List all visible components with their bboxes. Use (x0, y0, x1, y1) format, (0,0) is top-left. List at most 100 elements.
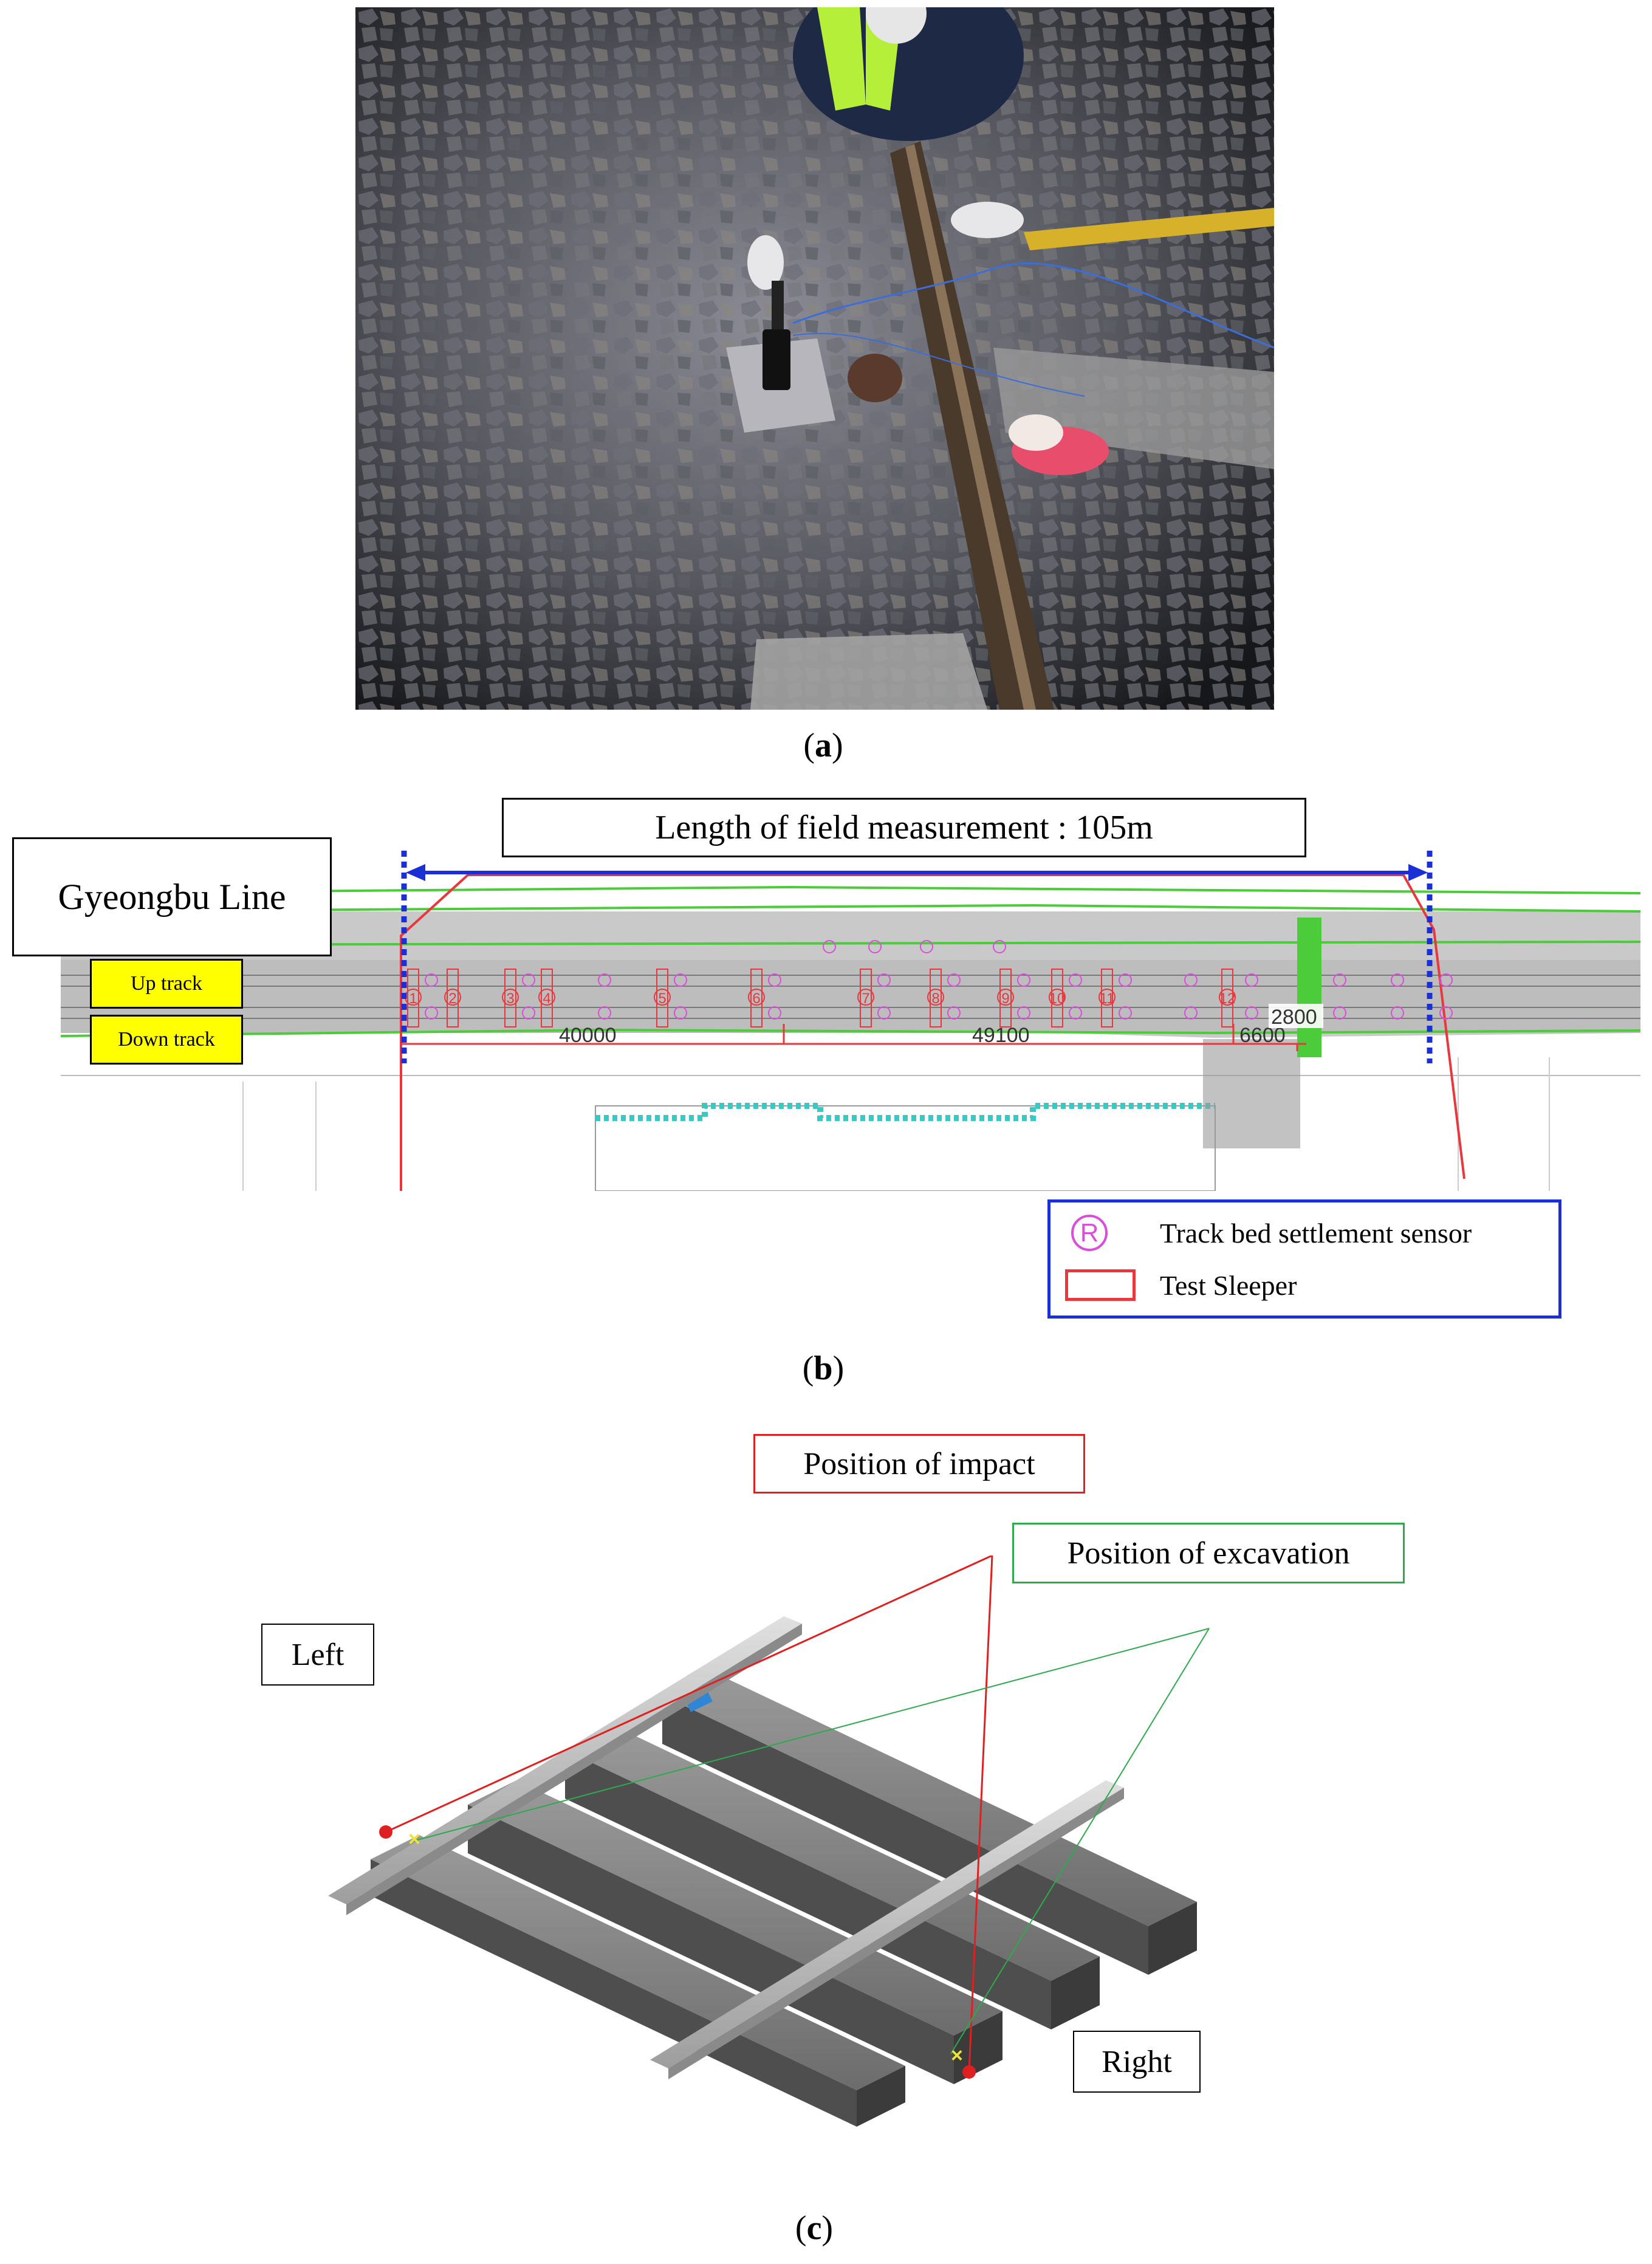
test-sleeper-6: 6 (748, 969, 765, 1027)
test-sleeper-9: 9 (997, 969, 1014, 1027)
settlement-sensor (1391, 973, 1404, 987)
settlement-sensor (868, 940, 882, 953)
settlement-sensor (522, 1006, 535, 1020)
measurement-length-label: Length of field measurement : 105m (502, 798, 1306, 857)
excavation-label: Position of excavation (1012, 1523, 1405, 1583)
down-track-label: Down track (90, 1015, 243, 1065)
caption-c: (c) (795, 2209, 834, 2247)
line-name-label: Gyeongbu Line (12, 837, 332, 956)
test-sleeper-8: 8 (927, 969, 944, 1027)
settlement-sensor (598, 973, 611, 987)
settlement-sensor (920, 940, 933, 953)
measurement-length-text: Length of field measurement : 105m (655, 809, 1153, 846)
legend: R Track bed settlement sensor Test Sleep… (1047, 1199, 1561, 1319)
legend-sleeper-symbol (1065, 1269, 1136, 1301)
settlement-sensor (1439, 973, 1453, 987)
sleeper-1 (565, 1726, 1100, 2029)
test-sleeper-number: 5 (658, 990, 666, 1007)
settlement-sensor (947, 973, 961, 987)
down-track-text: Down track (118, 1028, 215, 1051)
settlement-sensor (1333, 973, 1346, 987)
settlement-sensor (1245, 973, 1258, 987)
settlement-sensor (425, 1006, 438, 1020)
line-name-text: Gyeongbu Line (58, 876, 286, 917)
test-sleeper-12: 12 (1219, 969, 1236, 1027)
sleeper-3 (371, 1835, 905, 2127)
caption-b-letter: b (814, 1350, 833, 1387)
test-sleeper-10: 10 (1049, 969, 1066, 1027)
test-sleeper-5: 5 (654, 969, 671, 1027)
settlement-sensor (947, 1006, 961, 1020)
settlement-sensor (1184, 973, 1198, 987)
left-label-text: Left (291, 1637, 344, 1672)
settlement-sensor (522, 973, 535, 987)
settlement-sensor (1245, 1006, 1258, 1020)
right-label-text: Right (1102, 2044, 1172, 2079)
sleeper-schematic: × × (237, 1554, 1391, 2133)
settlement-sensor (877, 973, 891, 987)
test-sleeper-2: 2 (444, 969, 461, 1027)
test-sleeper-4: 4 (538, 969, 555, 1027)
impact-point-left (379, 1825, 392, 1839)
test-sleeper-7: 7 (857, 969, 874, 1027)
settlement-sensor (674, 1006, 687, 1020)
excavation-mark-left: × (408, 1828, 420, 1851)
test-sleeper-number: 3 (506, 990, 514, 1007)
right-label: Right (1073, 2031, 1201, 2093)
up-track-text: Up track (130, 972, 202, 995)
test-sleeper-number: 7 (862, 990, 869, 1007)
settlement-sensor (1069, 973, 1082, 987)
settlement-sensor (1391, 1006, 1404, 1020)
settlement-sensor (1017, 1006, 1030, 1020)
impact-label: Position of impact (753, 1434, 1085, 1494)
settlement-sensor (993, 940, 1006, 953)
test-sleeper-number: 10 (1049, 990, 1066, 1007)
excavation-label-text: Position of excavation (1067, 1535, 1350, 1571)
dimension-2800: 2800 (1271, 1006, 1317, 1029)
caption-b: (b) (802, 1350, 845, 1387)
settlement-sensor (768, 1006, 781, 1020)
field-photo (355, 7, 1274, 710)
dimension-40000: 40000 (559, 1024, 617, 1047)
excavation-mark-right: × (951, 2044, 963, 2067)
test-sleeper-number: 4 (543, 990, 550, 1007)
up-track-label: Up track (90, 959, 243, 1009)
settlement-sensor (1439, 1006, 1453, 1020)
settlement-sensor (1069, 1006, 1082, 1020)
settlement-sensor (1119, 1006, 1132, 1020)
legend-sensor-letter: R (1080, 1218, 1099, 1247)
impact-point-right (962, 2065, 976, 2079)
test-sleeper-number: 1 (409, 990, 417, 1007)
test-sleeper-number: 11 (1100, 990, 1115, 1007)
settlement-sensor (823, 940, 836, 953)
test-sleeper-11: 11 (1098, 969, 1116, 1027)
field-photo-drawing (355, 7, 1274, 710)
sleeper-schematic-drawing: × × (328, 1554, 1210, 2127)
legend-sleeper-label: Test Sleeper (1160, 1270, 1297, 1301)
test-sleeper-number: 9 (1001, 990, 1009, 1007)
left-label: Left (261, 1624, 374, 1686)
caption-c-letter: c (806, 2209, 822, 2247)
settlement-sensor (1333, 1006, 1346, 1020)
settlement-sensors (425, 940, 1453, 1020)
test-sleeper-number: 6 (752, 990, 760, 1007)
test-sleeper-number: 12 (1219, 990, 1236, 1007)
settlement-sensor (1119, 973, 1132, 987)
settlement-sensor (1184, 1006, 1198, 1020)
test-sleeper-number: 2 (448, 990, 456, 1007)
settlement-sensor (1017, 973, 1030, 987)
test-sleeper-1: 1 (405, 969, 422, 1027)
legend-sensor-symbol: R (1071, 1215, 1108, 1251)
test-sleeper-number: 8 (931, 990, 939, 1007)
impact-label-text: Position of impact (803, 1446, 1035, 1481)
rail-right (650, 1780, 1124, 2079)
settlement-sensor (674, 973, 687, 987)
legend-sensor-label: Track bed settlement sensor (1160, 1218, 1472, 1249)
settlement-sensor (877, 1006, 891, 1020)
caption-a: (a) (803, 727, 843, 764)
settlement-sensor (598, 1006, 611, 1020)
test-sleeper-3: 3 (502, 969, 519, 1027)
